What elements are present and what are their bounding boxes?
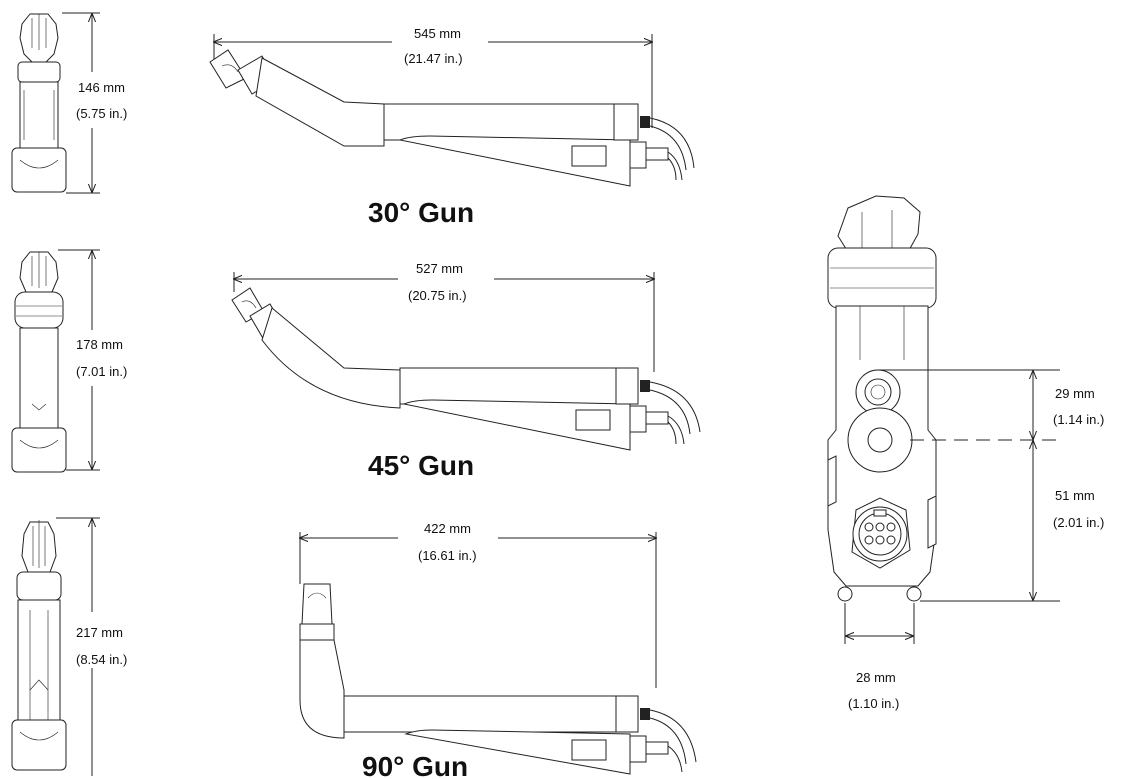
end-dimension-in-90: (8.54 in.) xyxy=(76,652,127,667)
end-dimension-mm-45: 178 mm xyxy=(76,337,123,352)
gun-title-45: 45° Gun xyxy=(368,450,474,481)
rear-width-in: (1.10 in.) xyxy=(848,696,899,711)
end-view-90 xyxy=(12,518,100,770)
gun-side-view-30 xyxy=(210,34,694,186)
length-dimension-mm-90: 422 mm xyxy=(424,521,471,536)
length-dimension-mm-45: 527 mm xyxy=(416,261,463,276)
end-dimension-in-45: (7.01 in.) xyxy=(76,364,127,379)
rear-view xyxy=(828,196,1060,644)
end-view-45 xyxy=(12,250,100,472)
rear-lower-mm: 51 mm xyxy=(1055,488,1095,503)
gun-side-view-45 xyxy=(232,272,700,450)
end-view-30 xyxy=(12,13,100,193)
length-dimension-in-90: (16.61 in.) xyxy=(418,548,477,563)
length-dimension-in-30: (21.47 in.) xyxy=(404,51,463,66)
rear-upper-mm: 29 mm xyxy=(1055,386,1095,401)
length-dimension-in-45: (20.75 in.) xyxy=(408,288,467,303)
gun-title-90: 90° Gun xyxy=(362,751,468,779)
rear-upper-in: (1.14 in.) xyxy=(1053,412,1104,427)
end-dimension-in-30: (5.75 in.) xyxy=(76,106,127,121)
gun-side-view-90 xyxy=(300,532,696,774)
length-dimension-mm-30: 545 mm xyxy=(414,26,461,41)
gun-title-30: 30° Gun xyxy=(368,197,474,228)
rear-lower-in: (2.01 in.) xyxy=(1053,515,1104,530)
end-dimension-mm-90: 217 mm xyxy=(76,625,123,640)
rear-width-mm: 28 mm xyxy=(856,670,896,685)
end-dimension-mm-30: 146 mm xyxy=(78,80,125,95)
